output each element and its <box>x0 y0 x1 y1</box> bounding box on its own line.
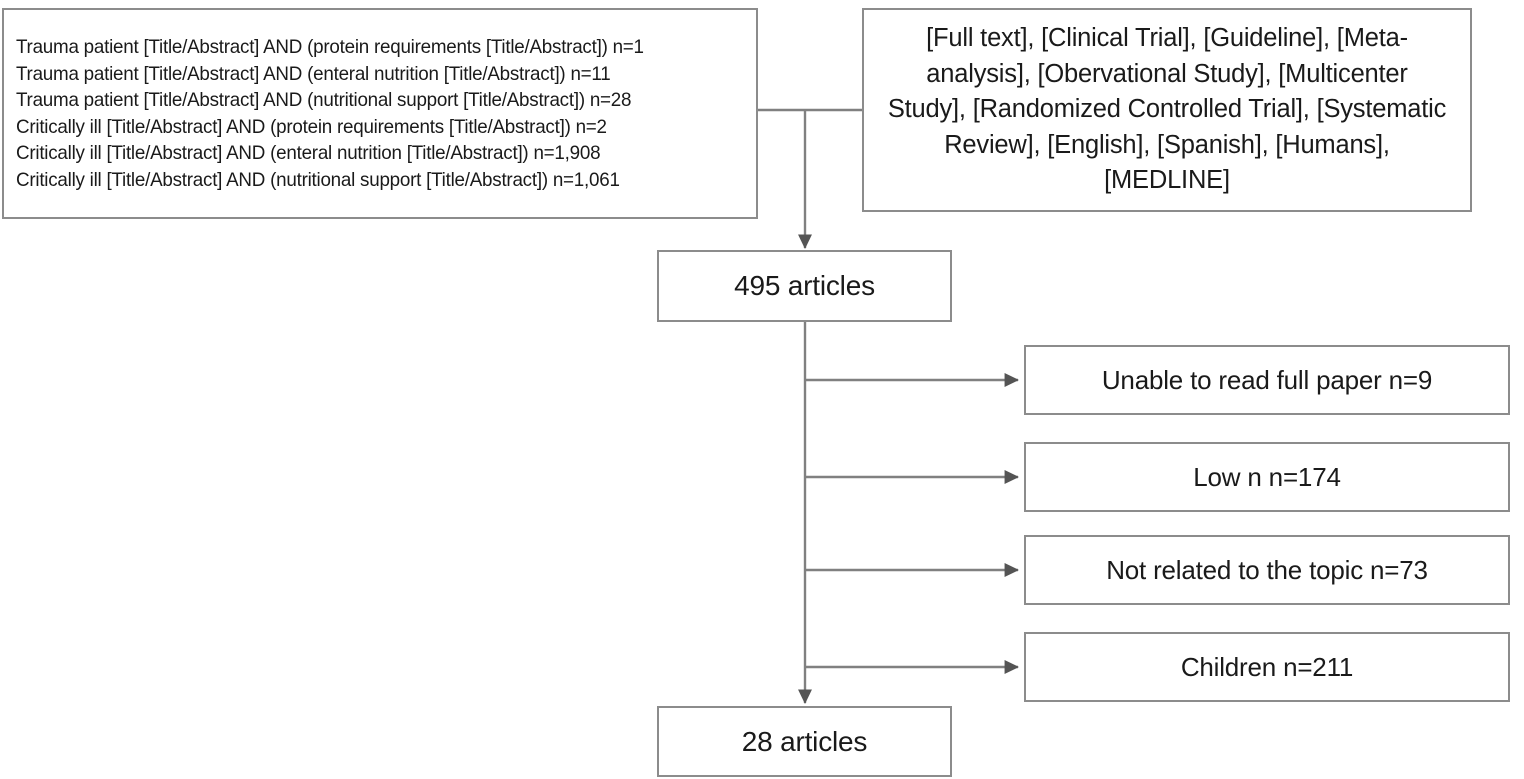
articles-included-box: 28 articles <box>657 706 952 777</box>
search-query-line: Critically ill [Title/Abstract] AND (pro… <box>16 115 607 138</box>
search-filters-inner: [Full text], [Clinical Trial], [Guidelin… <box>864 21 1470 199</box>
exclusion-label: Low n n=174 <box>1193 461 1341 492</box>
search-query-line: Trauma patient [Title/Abstract] AND (nut… <box>16 89 632 111</box>
search-query-line: Critically ill [Title/Abstract] AND (ent… <box>16 142 601 164</box>
exclusion-label: Unable to read full paper n=9 <box>1101 364 1433 395</box>
articles-identified-inner: 495 articles <box>659 270 950 302</box>
exclusion-inner: Low n n=174 <box>1026 462 1508 493</box>
exclusion-inner: Unable to read full paper n=9 <box>1026 365 1508 396</box>
articles-identified-label: 495 articles <box>734 270 875 301</box>
articles-included-label: 28 articles <box>741 725 868 757</box>
exclusion-label: Children n=211 <box>1180 651 1354 682</box>
exclusion-label: Not related to the topic n=73 <box>1106 554 1428 585</box>
search-query-line: Trauma patient [Title/Abstract] AND (ent… <box>16 62 611 85</box>
exclusion-box-children: Children n=211 <box>1024 632 1510 702</box>
exclusion-box-unable-to-read: Unable to read full paper n=9 <box>1024 345 1510 415</box>
articles-identified-box: 495 articles <box>657 250 952 322</box>
search-query-box: Trauma patient [Title/Abstract] AND (pro… <box>2 8 758 219</box>
search-query-list: Trauma patient [Title/Abstract] AND (pro… <box>4 34 756 193</box>
exclusion-box-not-related: Not related to the topic n=73 <box>1024 535 1510 605</box>
exclusion-box-low-n: Low n n=174 <box>1024 442 1510 512</box>
search-query-line: Critically ill [Title/Abstract] AND (nut… <box>16 168 620 191</box>
search-query-line: Trauma patient [Title/Abstract] AND (pro… <box>16 36 644 58</box>
search-filters-box: [Full text], [Clinical Trial], [Guidelin… <box>862 8 1472 212</box>
articles-included-inner: 28 articles <box>659 726 950 758</box>
exclusion-inner: Not related to the topic n=73 <box>1026 555 1508 586</box>
exclusion-inner: Children n=211 <box>1026 652 1508 683</box>
search-filters-text: [Full text], [Clinical Trial], [Guidelin… <box>887 24 1447 195</box>
